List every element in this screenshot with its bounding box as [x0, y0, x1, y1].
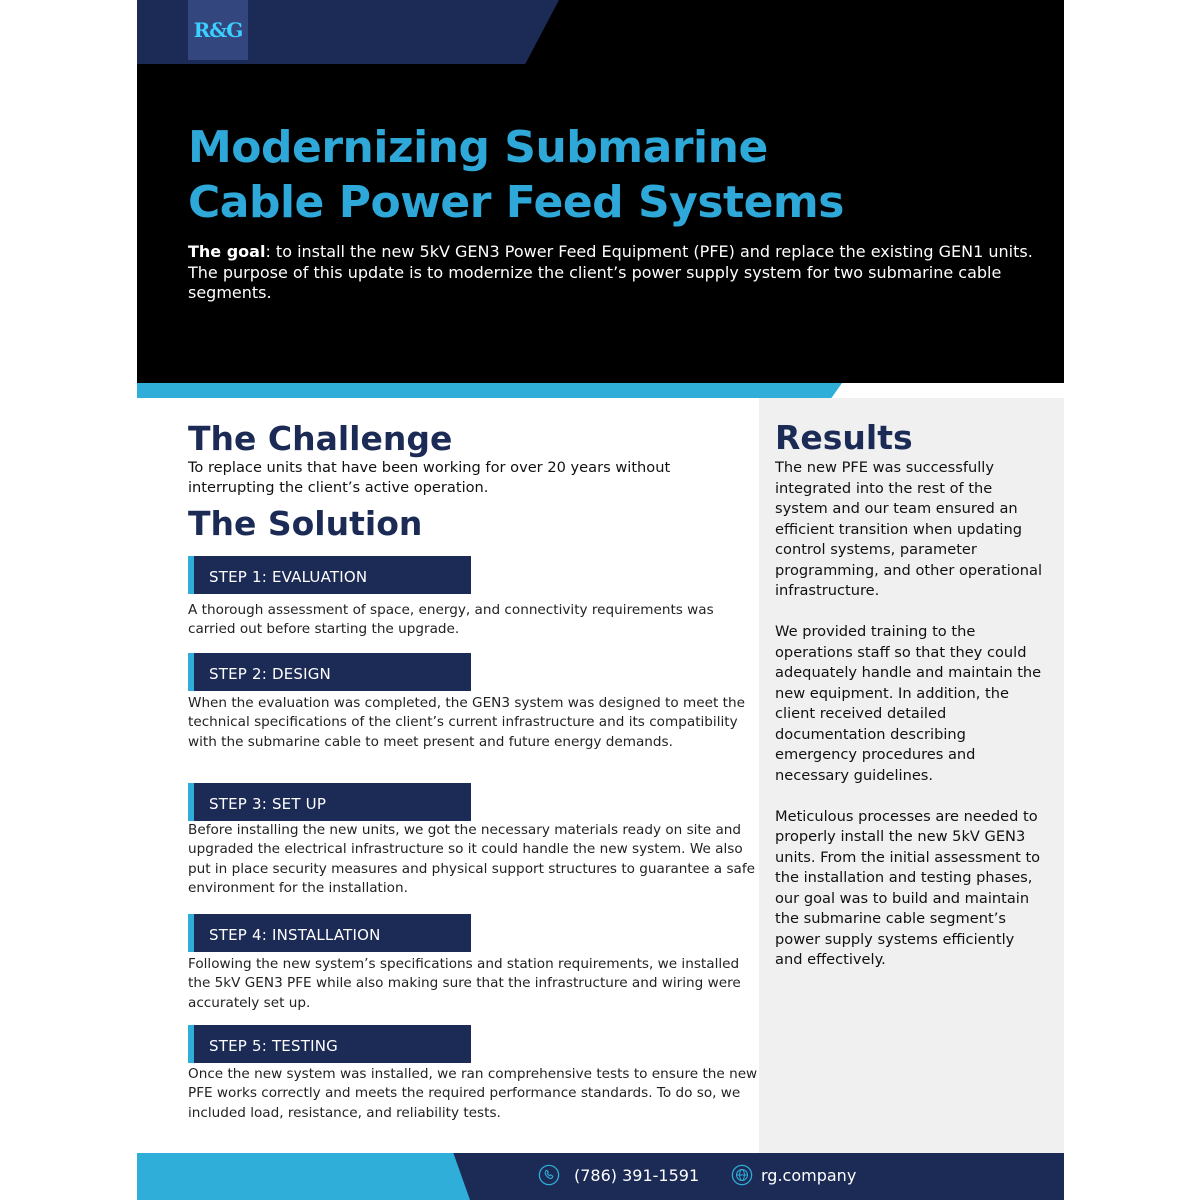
results-panel: Results The new PFE was successfully int… [759, 398, 1064, 1153]
step-2-banner: STEP 2: DESIGN [188, 653, 471, 691]
step-3-label: STEP 3: SET UP [209, 795, 327, 813]
footer-accent [137, 1153, 470, 1200]
step-1-banner: STEP 1: EVALUATION [188, 556, 471, 594]
step-5-label: STEP 5: TESTING [209, 1037, 338, 1055]
step-5-text: Once the new system was installed, we ra… [188, 1066, 758, 1121]
results-body: The new PFE was successfully integrated … [775, 458, 1045, 991]
results-heading: Results [775, 418, 913, 457]
step-2-label: STEP 2: DESIGN [209, 665, 331, 683]
hero-header: R&G Modernizing Submarine Cable Power Fe… [137, 0, 1064, 383]
globe-icon [731, 1164, 753, 1186]
footer-website: rg.company [761, 1165, 857, 1185]
goal-paragraph: The goal: to install the new 5kV GEN3 Po… [188, 242, 1038, 304]
footer-website-link[interactable]: rg.company [731, 1164, 856, 1186]
step-4-label: STEP 4: INSTALLATION [209, 926, 381, 944]
step-4-banner: STEP 4: INSTALLATION [188, 914, 471, 952]
step-2-text: When the evaluation was completed, the G… [188, 695, 745, 750]
title-line-2: Cable Power Feed Systems [188, 177, 844, 228]
step-5-banner: STEP 5: TESTING [188, 1025, 471, 1063]
step-1-text: A thorough assessment of space, energy, … [188, 602, 714, 638]
title-line-1: Modernizing Submarine [188, 122, 768, 173]
goal-label: The goal [188, 242, 266, 261]
footer-phone: (786) 391-1591 [574, 1165, 700, 1185]
goal-text: : to install the new 5kV GEN3 Power Feed… [188, 242, 1033, 302]
header-blue-band [137, 383, 842, 398]
results-paragraph-3: Meticulous processes are needed to prope… [775, 807, 1041, 969]
footer-phone-link[interactable]: (786) 391-1591 [538, 1164, 699, 1186]
step-3-text: Before installing the new units, we got … [188, 822, 756, 897]
step-4-text: Following the new system’s specification… [188, 956, 741, 1011]
challenge-text: To replace units that have been working … [188, 459, 671, 496]
page-title: Modernizing Submarine Cable Power Feed S… [188, 120, 1028, 230]
step-3-banner: STEP 3: SET UP [188, 783, 471, 821]
step-1-label: STEP 1: EVALUATION [209, 568, 368, 586]
case-study-page: R&G Modernizing Submarine Cable Power Fe… [137, 0, 1064, 1200]
results-paragraph-2: We provided training to the operations s… [775, 623, 1042, 784]
page-footer: (786) 391-1591 rg.company [137, 1153, 1064, 1200]
results-paragraph-1: The new PFE was successfully integrated … [775, 459, 1043, 599]
solution-heading: The Solution [188, 504, 423, 543]
challenge-heading: The Challenge [188, 419, 453, 458]
company-logo: R&G [188, 0, 248, 60]
phone-icon [538, 1164, 560, 1186]
